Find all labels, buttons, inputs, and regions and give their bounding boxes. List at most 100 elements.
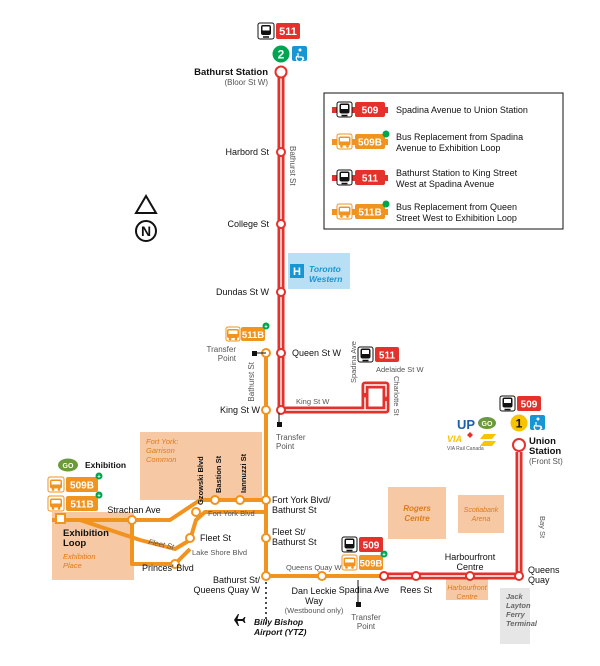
stop-queen[interactable]	[276, 348, 286, 358]
king-transfer-1: Transfer	[276, 433, 306, 442]
legend-route-badge	[355, 102, 385, 117]
toronto-western-label-2: Western	[309, 274, 342, 284]
scotiabank-label-2: Arena	[471, 516, 491, 523]
spadina-509-label: 509	[363, 541, 380, 552]
hospital-icon	[290, 264, 304, 278]
exhibition-place-label-1: Exhibition	[63, 552, 96, 561]
union-station-label-2: Station	[529, 446, 561, 457]
rees-stop: Rees St	[400, 585, 433, 595]
stop-bathurst-station[interactable]	[274, 65, 288, 79]
dan-leckie-stop-2: Way	[305, 596, 323, 606]
bathurst-queens-stop-1: Bathurst St/	[213, 575, 261, 585]
fort-york-area	[140, 432, 262, 500]
north-label: N	[141, 223, 151, 239]
legend-route-label: 509B	[358, 138, 382, 149]
legend-text: Spadina Avenue to Union Station	[396, 105, 528, 115]
stop-college[interactable]	[276, 219, 286, 229]
bus-stop-iannuzzi[interactable]	[235, 495, 245, 505]
iannuzzi-label: Iannuzzi St	[239, 453, 248, 493]
exhibition-loop-terminal[interactable]	[55, 513, 66, 524]
top-511-badge[interactable]: 511	[257, 22, 300, 40]
stop-dundas[interactable]	[276, 287, 286, 297]
bus-stop-fleet-bathurst[interactable]	[261, 533, 271, 543]
college-label: College St	[227, 219, 269, 229]
bathurst-queens-stop-2: Queens Quay W	[193, 585, 260, 595]
bus-stop-strachan[interactable]	[127, 515, 137, 525]
billy-bishop-label-1: Billy Bishop	[254, 617, 303, 627]
bus-stop-fleet[interactable]	[185, 533, 195, 543]
bathurst-street-lower: Bathurst St	[247, 361, 256, 401]
spadina-511-label: 511	[379, 351, 396, 362]
union-badges[interactable]: 509	[499, 395, 541, 412]
svg-text:+: +	[264, 325, 268, 331]
stop-rees[interactable]	[411, 571, 421, 581]
queen-511b-badge[interactable]: 511B +	[225, 322, 270, 342]
svg-text:GO: GO	[482, 421, 493, 428]
accessible-icon	[292, 46, 307, 61]
fleet-bathurst-stop-1: Fleet St/	[272, 527, 306, 537]
bus-stop-dan-leckie[interactable]	[317, 571, 327, 581]
bus-stop-king[interactable]	[261, 405, 271, 415]
jack-layton-label-4: Terminal	[506, 619, 538, 628]
adelaide-st-street: Adelaide St W	[376, 365, 424, 374]
stop-harbord[interactable]	[276, 147, 286, 157]
queen-transfer-1: Transfer	[207, 345, 237, 354]
spadina-511-badge[interactable]: 511	[357, 346, 399, 363]
union-station-sub: (Front St)	[529, 457, 563, 466]
exhibition-go-icon: GO	[58, 458, 78, 472]
queen-511b-label: 511B	[242, 330, 264, 341]
scotiabank-label-1: Scotiabank	[464, 507, 499, 514]
legend-route-badge	[355, 134, 385, 149]
legend-text: Avenue to Exhibition Loop	[396, 143, 500, 153]
queen-label: Queen St W	[292, 348, 342, 358]
exhibition-509b-badge[interactable]: 509B +	[47, 472, 103, 493]
bus-stop-fort-york[interactable]	[261, 495, 271, 505]
dan-leckie-stop-3: (Westbound only)	[285, 606, 344, 615]
bus-stop-bathurst-queens-quay[interactable]	[261, 571, 271, 581]
spadina-509-badges[interactable]: 509 509B +	[341, 536, 388, 571]
exhibition-place-label-2: Place	[63, 561, 82, 570]
fort-york-label-1: Fort York:	[146, 437, 178, 446]
jack-layton-label-3: Ferry	[506, 610, 526, 619]
spadina-transfer-1: Transfer	[351, 613, 381, 622]
legend-text: West at Spadina Avenue	[396, 179, 494, 189]
legend-text: Bus Replacement from Spadina	[396, 132, 523, 142]
jack-layton-area	[500, 588, 530, 644]
queen-transfer-2: Point	[218, 354, 237, 363]
harbourfront-centre-area	[446, 578, 488, 600]
bus-stop-princes[interactable]	[170, 559, 180, 569]
stop-union-station[interactable]	[512, 438, 526, 452]
fort-york-stop-1: Fort York Blvd/	[272, 495, 331, 505]
stop-king[interactable]	[276, 405, 286, 415]
stop-harbourfront[interactable]	[465, 571, 475, 581]
fleet-stop: Fleet St	[200, 533, 232, 543]
transfer-marker-spadina	[356, 602, 361, 607]
exhibition-511b-label: 511B	[70, 500, 93, 511]
bus-stop-gzowski[interactable]	[191, 507, 201, 517]
harbourfront-centre-label-2: Centre	[456, 594, 477, 601]
union-station-label-1: Union	[529, 436, 556, 447]
exhibition-509b-label: 509B	[70, 481, 94, 492]
bus-stop-bastion[interactable]	[210, 495, 220, 505]
stop-queens-quay[interactable]	[514, 571, 524, 581]
exhibition-511b-badge[interactable]: 511B +	[47, 491, 103, 512]
fort-york-stop-2: Bathurst St	[272, 505, 317, 515]
legend-route-badge	[355, 204, 385, 219]
bus-stops	[127, 348, 327, 581]
airplane-icon	[234, 614, 246, 626]
svg-text:GO: GO	[63, 463, 74, 470]
stop-spadina-ave[interactable]	[379, 571, 389, 581]
queens-quay-stop-2: Quay	[528, 575, 550, 585]
loop-arrow-down-icon	[383, 396, 389, 401]
strachan-stop: Strachan Ave	[107, 505, 160, 515]
svg-text:+: +	[382, 553, 386, 559]
rogers-label-2: Centre	[404, 514, 430, 523]
svg-text:+: +	[97, 475, 101, 481]
go-transit-icon: GO	[478, 417, 496, 429]
legend-route-label: 511B	[358, 208, 381, 219]
charlotte-st-street: Charlotte St	[392, 376, 401, 417]
